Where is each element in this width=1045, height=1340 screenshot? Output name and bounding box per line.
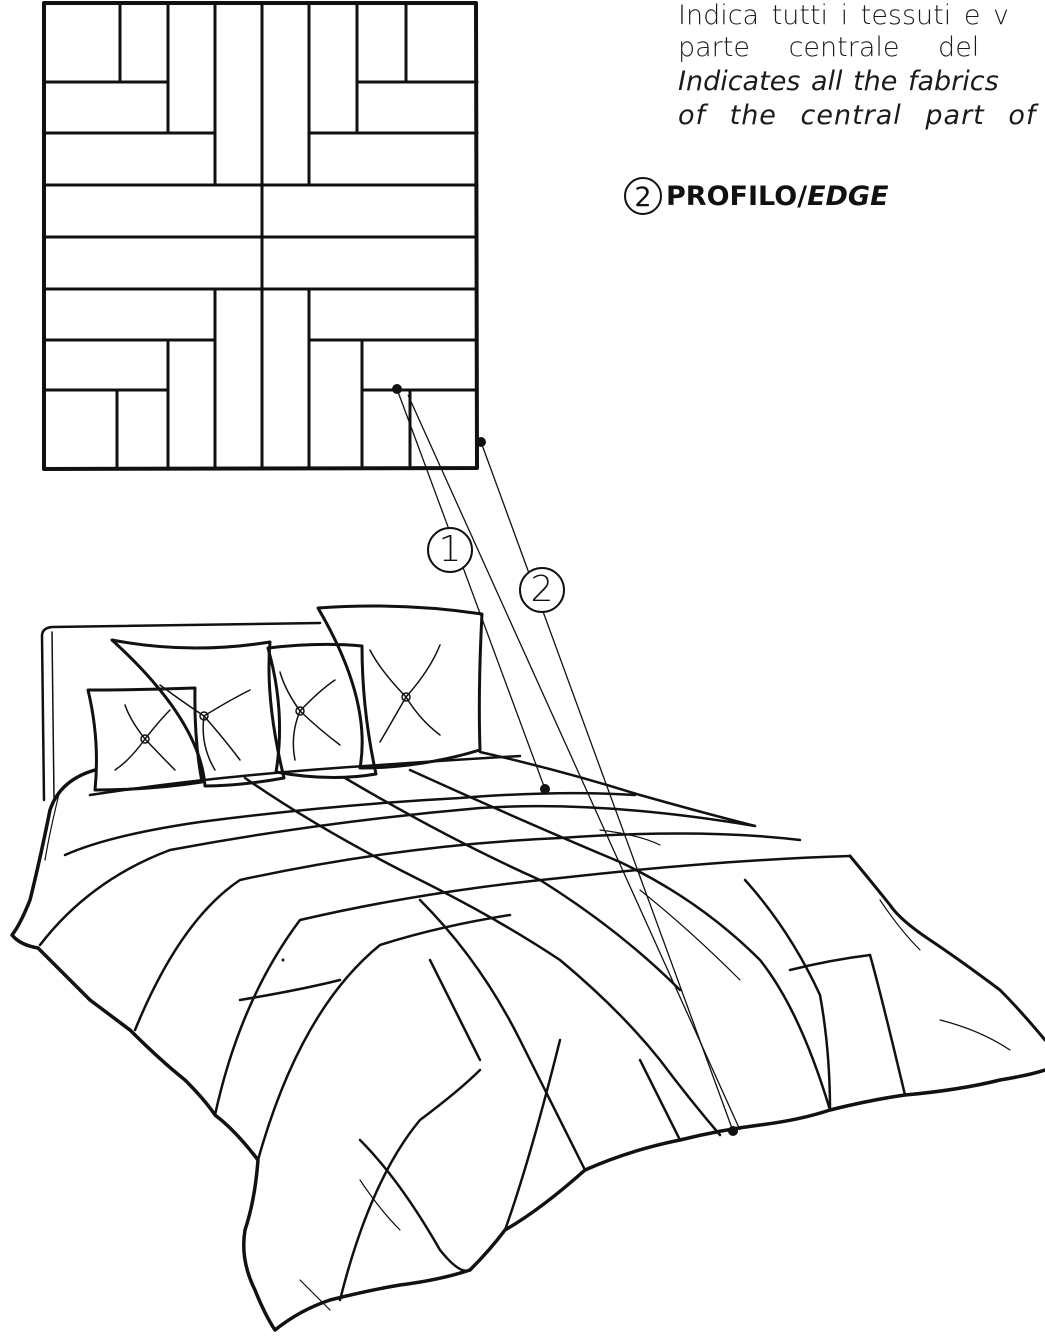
pillow-back-right xyxy=(318,606,482,768)
callout-number-2: 2 xyxy=(519,567,565,613)
heading-number-badge: 2 xyxy=(624,177,662,215)
bedspread-seams xyxy=(40,756,850,1300)
leader-line-2 xyxy=(481,442,733,1131)
bedspread-outline xyxy=(12,770,1045,1330)
section-heading-edge: 2 PROFILO/ EDGE xyxy=(624,177,889,215)
quilt-plan xyxy=(44,3,477,469)
heading-label-it: PROFILO/ xyxy=(666,181,807,212)
quilt-plan-seams xyxy=(44,3,477,468)
description-it-line-2: parte centrale del xyxy=(678,33,979,63)
heading-label-en: EDGE xyxy=(807,181,888,212)
callout-number-1: 1 xyxy=(427,527,473,573)
description-it-line-1: Indica tutti i tessuti e v xyxy=(678,1,1009,31)
bed-illustration xyxy=(12,606,1045,1330)
description-en-line-2: of the central part of xyxy=(678,101,1036,131)
pillows xyxy=(88,606,482,790)
description-en-line-1: Indicates all the fabrics xyxy=(678,67,999,97)
